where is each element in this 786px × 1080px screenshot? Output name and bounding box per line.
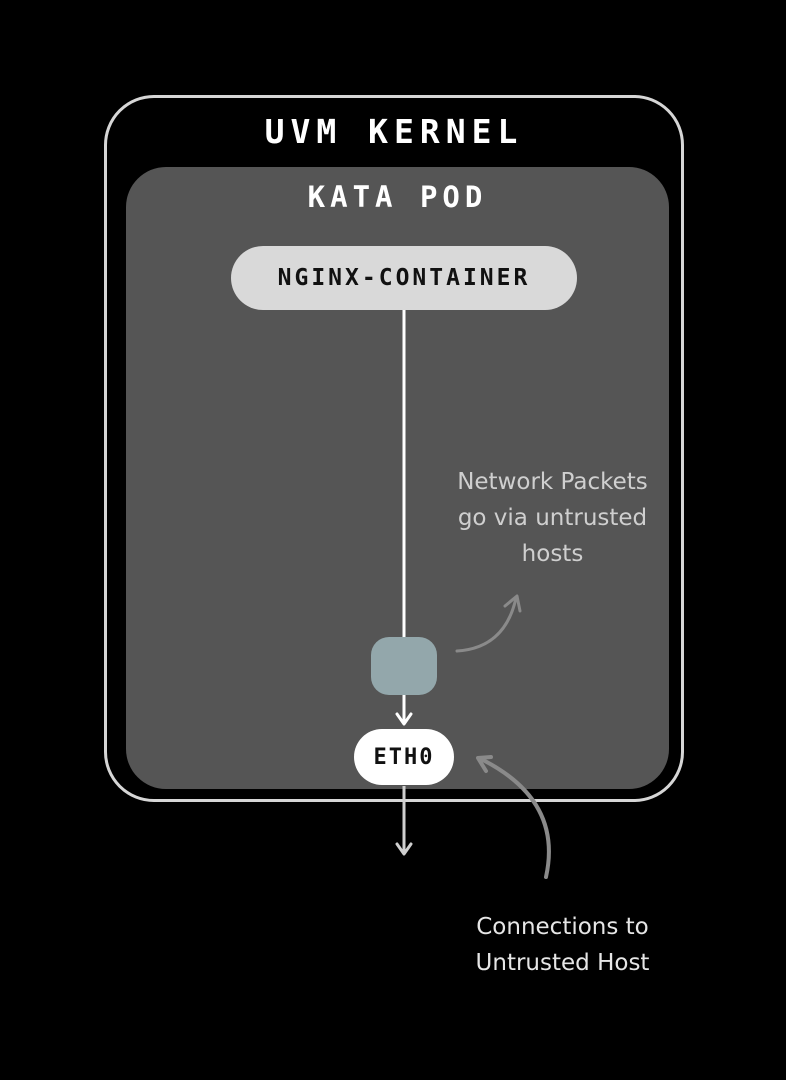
packet-interceptor-node <box>371 637 437 695</box>
nginx-container-node: NGINX-CONTAINER <box>231 246 577 310</box>
connections-note-line-1: Connections to <box>476 914 649 940</box>
network-packets-note: Network Packets go via untrusted hosts <box>440 464 665 572</box>
outbound-arrowhead <box>395 842 413 856</box>
connections-curved-arrow <box>479 757 551 879</box>
uvm-kernel-frame <box>104 95 684 802</box>
packets-curved-arrow <box>455 596 518 653</box>
connections-note: Connections to Untrusted Host <box>455 909 670 981</box>
connections-note-line-2: Untrusted Host <box>475 950 650 976</box>
connections-arrowhead <box>476 755 493 773</box>
uvm-kernel-title: UVM KERNEL <box>264 112 524 151</box>
packets-note-line-3: hosts <box>521 541 584 567</box>
packets-arrowhead <box>503 594 522 613</box>
packets-note-line-1: Network Packets <box>457 469 648 495</box>
eth0-arrowhead <box>395 712 413 726</box>
eth0-interface-node: ETH0 <box>354 729 454 785</box>
kata-pod-title: KATA POD <box>307 180 488 214</box>
packets-note-line-2: go via untrusted <box>457 505 648 531</box>
